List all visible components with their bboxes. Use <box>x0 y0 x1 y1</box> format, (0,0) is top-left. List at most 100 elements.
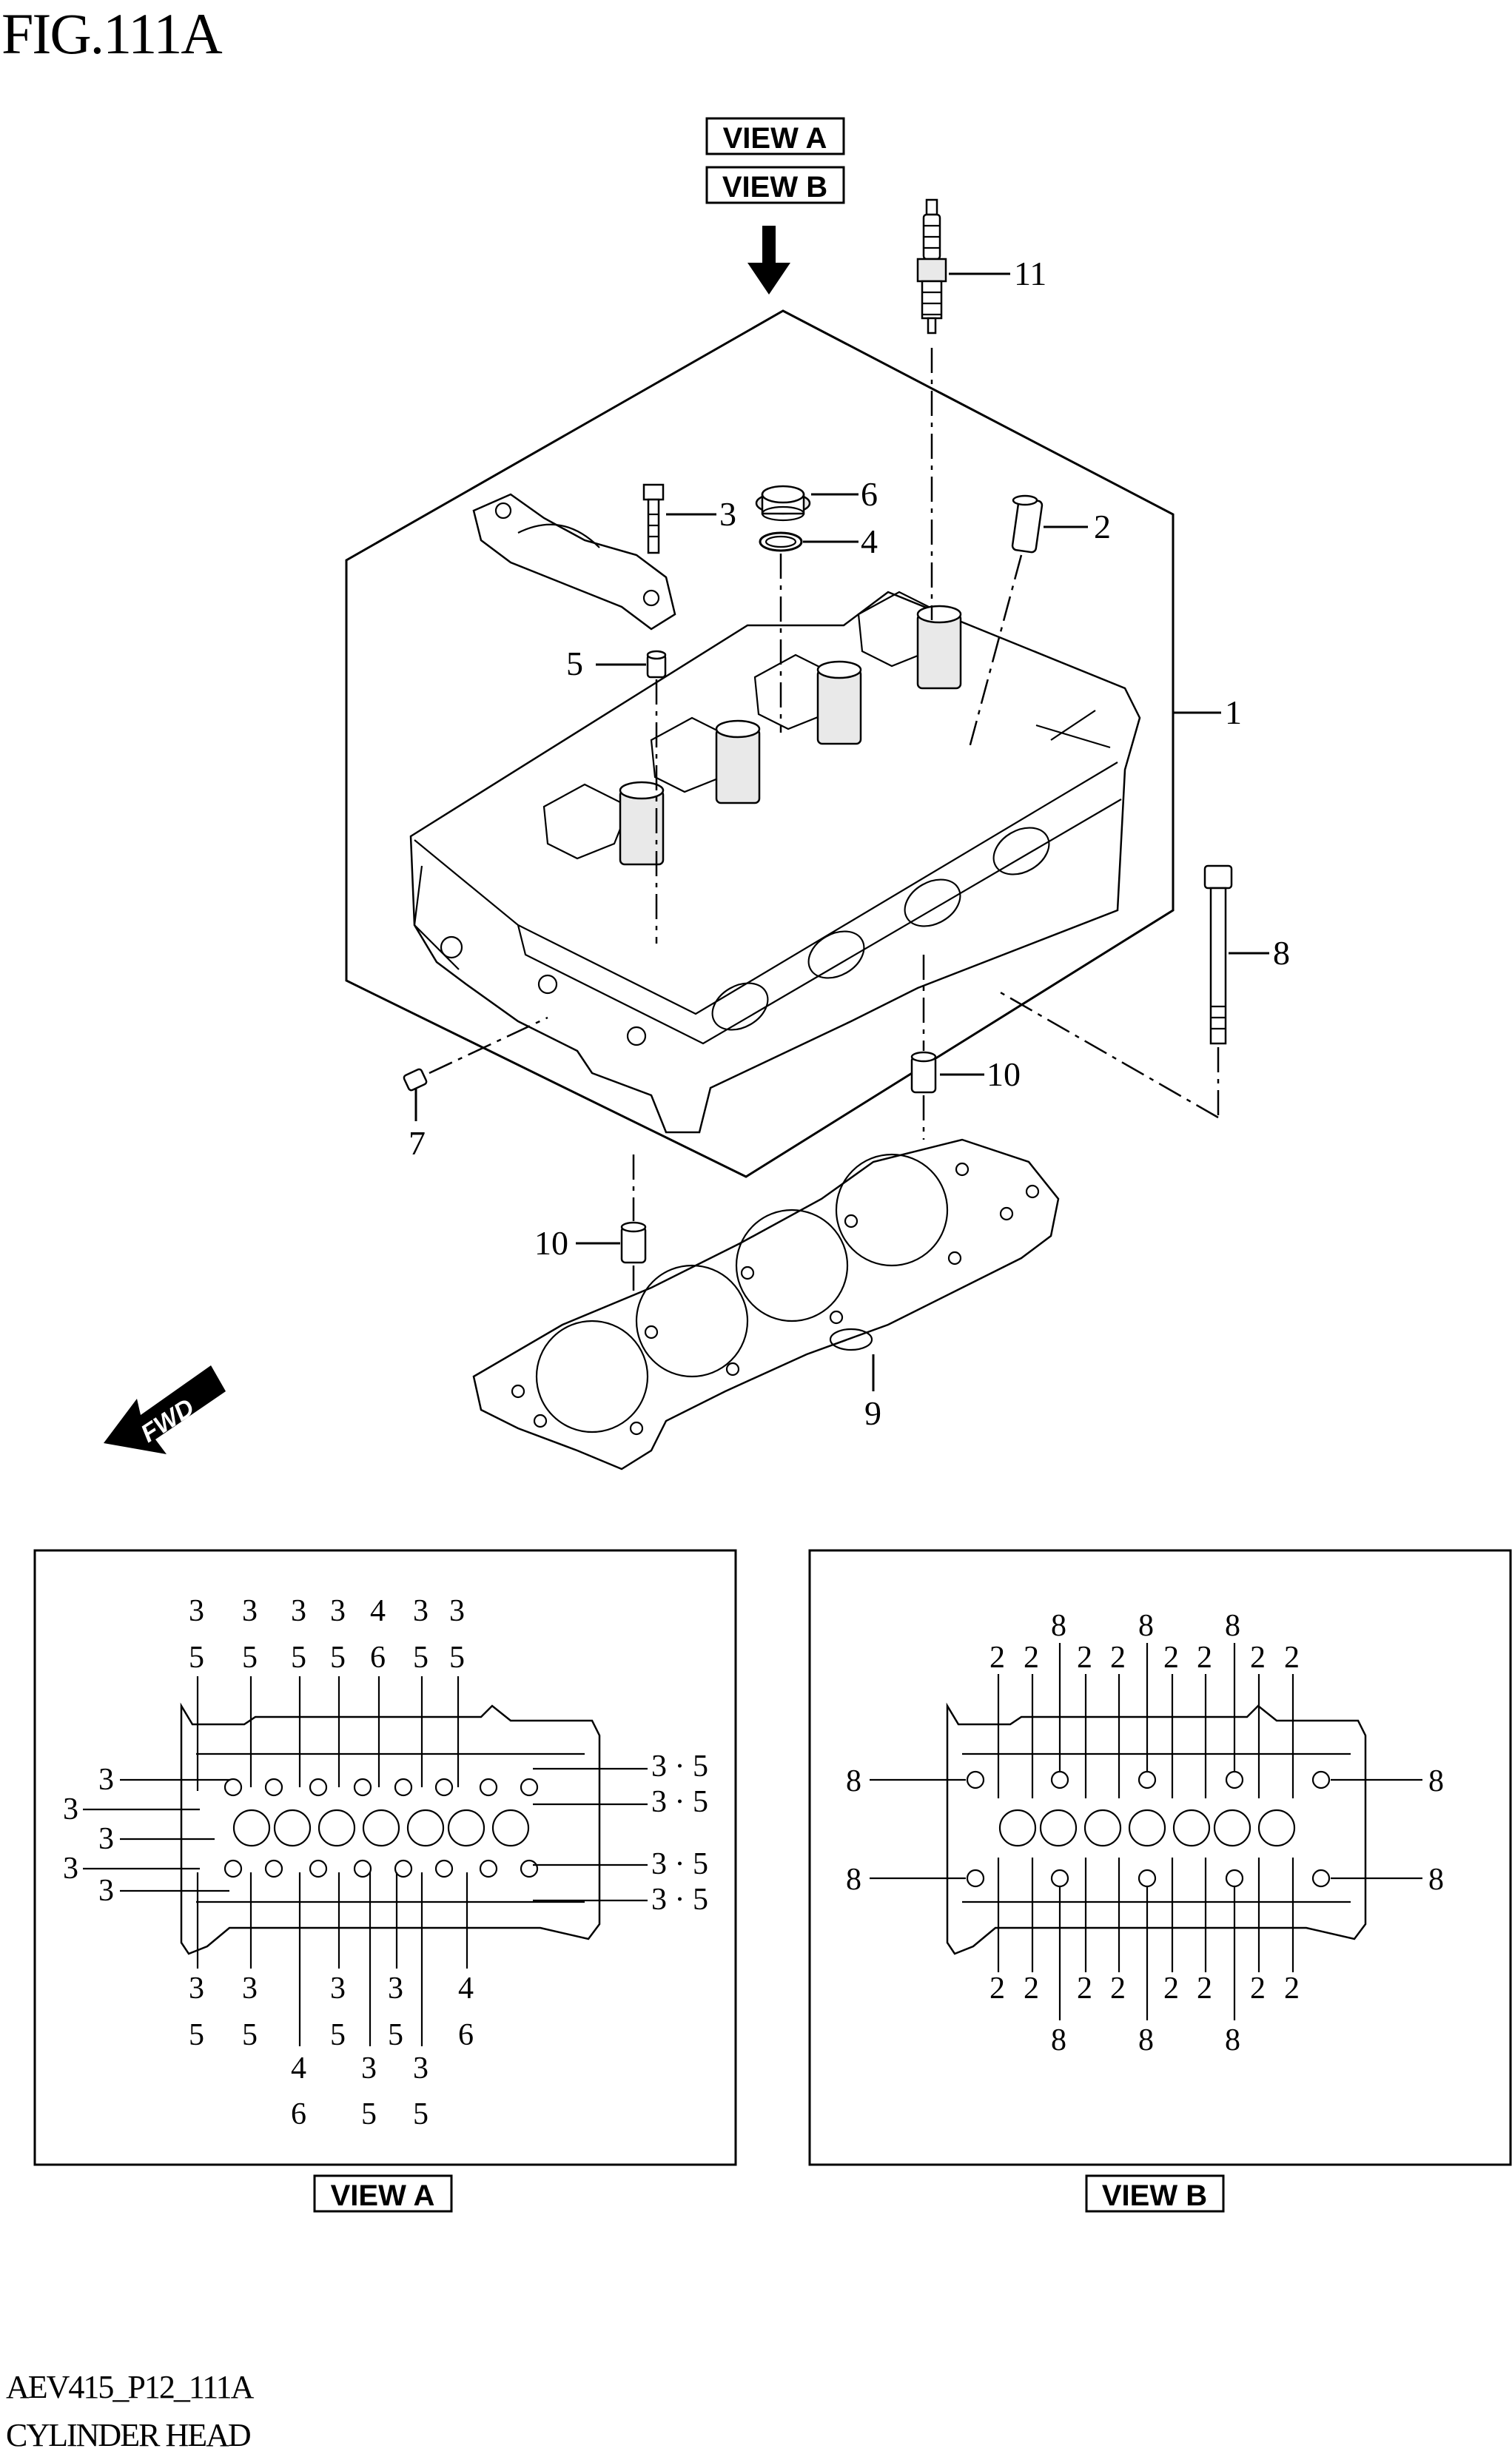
view-a-b2-1b: 6 <box>291 2097 306 2131</box>
view-b-top2-2: 2 <box>1024 1641 1039 1675</box>
assembly-frame <box>345 309 1175 1178</box>
view-a-b2-3b: 5 <box>413 2097 429 2131</box>
small-dowel <box>403 1068 428 1092</box>
view-a-top-6a: 3 <box>413 1594 429 1628</box>
callout-10-lower: 10 <box>534 1224 568 1262</box>
view-a-left-1: 3 <box>98 1763 114 1797</box>
callout-9: 9 <box>864 1394 881 1432</box>
view-a-top-4a: 3 <box>330 1594 346 1628</box>
view-a-b1-2b: 5 <box>242 2018 258 2052</box>
callout-3: 3 <box>719 495 736 533</box>
view-b-bot2-1: 2 <box>989 1972 1005 2006</box>
view-b-bot2-7: 2 <box>1250 1972 1266 2006</box>
view-b-top2-5: 2 <box>1163 1641 1179 1675</box>
view-a-top-1b: 5 <box>189 1641 204 1675</box>
figure-name: CYLINDER HEAD <box>6 2417 251 2453</box>
view-b-bot2-2: 2 <box>1024 1972 1039 2006</box>
callout-8: 8 <box>1273 934 1290 972</box>
view-a-top-7a: 3 <box>449 1594 465 1628</box>
view-b-bottom-eights: 8 8 8 <box>1051 1887 1240 2057</box>
view-a-top-5b: 6 <box>370 1641 386 1675</box>
view-a-left-4: 3 <box>63 1852 78 1886</box>
head-gasket <box>472 1138 1060 1470</box>
view-a-right-2: 3 · 5 <box>651 1785 708 1819</box>
view-a-bottom-row2: 4 6 3 5 3 5 <box>291 1872 429 2131</box>
view-b-side-labels: 8 8 8 8 <box>846 1764 1444 1897</box>
view-b-top2-6: 2 <box>1197 1641 1212 1675</box>
view-a-top-4b: 5 <box>330 1641 346 1675</box>
view-b-head-outline <box>946 1702 1367 1955</box>
view-b-bot8-3: 8 <box>1225 2023 1240 2057</box>
callout-11: 11 <box>1014 255 1046 292</box>
callout-2: 2 <box>1094 508 1111 545</box>
view-b-top-twos: 2 2 2 2 2 2 2 2 <box>989 1641 1300 1798</box>
view-b-side-left-1: 8 <box>846 1764 861 1798</box>
view-a-top-3b: 5 <box>291 1641 306 1675</box>
view-b-tag-bottom-label: VIEW B <box>1102 2179 1207 2212</box>
view-a-right-3: 3 · 5 <box>651 1847 708 1881</box>
plug-cap <box>755 485 811 522</box>
o-ring <box>759 531 803 552</box>
locating-dowel-upper <box>910 1051 937 1094</box>
view-a-tag-bottom-label: VIEW A <box>331 2179 435 2212</box>
lifter-bores <box>619 605 962 866</box>
view-a-b2-2a: 3 <box>361 2051 377 2085</box>
spark-plug <box>916 198 947 335</box>
view-b-top-eights: 8 8 8 <box>1051 1609 1240 1772</box>
view-b-bot8-2: 8 <box>1138 2023 1154 2057</box>
view-a-top-5a: 4 <box>370 1594 386 1628</box>
view-a-tag-top: VIEW A <box>705 117 845 155</box>
view-a-right-1: 3 · 5 <box>651 1750 708 1784</box>
view-b-bottom-twos: 2 2 2 2 2 2 2 2 <box>989 1858 1300 2006</box>
view-a-top-2a: 3 <box>242 1594 258 1628</box>
view-a-b1-1b: 5 <box>189 2018 204 2052</box>
view-a-b1-2a: 3 <box>242 1972 258 2006</box>
view-a-b1-5b: 6 <box>458 2018 474 2052</box>
callout-7: 7 <box>409 1124 426 1162</box>
view-a-b1-4a: 3 <box>388 1972 403 2006</box>
locating-dowel-lower <box>620 1221 647 1264</box>
view-b-top8-3: 8 <box>1225 1609 1240 1643</box>
view-b-top8-2: 8 <box>1138 1609 1154 1643</box>
view-a-b1-4b: 5 <box>388 2018 403 2052</box>
view-a-right-4: 3 · 5 <box>651 1883 708 1917</box>
view-a-left-labels: 3 3 3 3 3 <box>63 1763 229 1908</box>
view-a-top-6b: 5 <box>413 1641 429 1675</box>
view-a-b2-1a: 4 <box>291 2051 306 2085</box>
plug-tube <box>1011 494 1044 554</box>
view-a-top-3a: 3 <box>291 1594 306 1628</box>
view-a-top-stack: 3 5 <box>189 1594 204 1791</box>
view-a-top-7b: 5 <box>449 1641 465 1675</box>
view-a-left-5: 3 <box>98 1874 114 1908</box>
figure-title: FIG.111A <box>1 1 222 66</box>
cylinder-head <box>409 591 1141 1134</box>
view-b-side-left-2: 8 <box>846 1863 861 1897</box>
view-a-left-3: 3 <box>98 1822 114 1856</box>
view-b-top2-8: 2 <box>1284 1641 1300 1675</box>
view-a-b2-3a: 3 <box>413 2051 429 2085</box>
view-b-bot2-6: 2 <box>1197 1972 1212 2006</box>
view-a-b1-3a: 3 <box>330 1972 346 2006</box>
view-direction-arrow-icon <box>747 226 790 295</box>
view-a-tag-top-label: VIEW A <box>723 122 827 155</box>
cam-cap-bolt <box>642 483 665 554</box>
view-a-head-outline <box>180 1702 601 1955</box>
callout-5: 5 <box>566 645 583 682</box>
cam-cap <box>472 493 676 631</box>
view-b-panel <box>808 1549 1512 2166</box>
view-a-bottom-row1: 3 5 3 5 3 5 3 5 4 6 <box>189 1872 474 2052</box>
view-b-side-right-1: 8 <box>1428 1764 1444 1798</box>
dowel-pin <box>646 650 667 679</box>
view-b-bot2-4: 2 <box>1110 1972 1126 2006</box>
view-b-top2-3: 2 <box>1077 1641 1092 1675</box>
view-b-top2-4: 2 <box>1110 1641 1126 1675</box>
view-a-b2-2b: 5 <box>361 2097 377 2131</box>
callout-1: 1 <box>1225 693 1242 731</box>
view-a-b1-5a: 4 <box>458 1972 474 2006</box>
view-b-tag-top: VIEW B <box>705 166 845 204</box>
callout-6: 6 <box>861 475 878 513</box>
view-a-right-labels: 3 · 5 3 · 5 3 · 5 3 · 5 <box>533 1750 708 1917</box>
view-a-b1-3b: 5 <box>330 2018 346 2052</box>
view-b-top2-1: 2 <box>989 1641 1005 1675</box>
